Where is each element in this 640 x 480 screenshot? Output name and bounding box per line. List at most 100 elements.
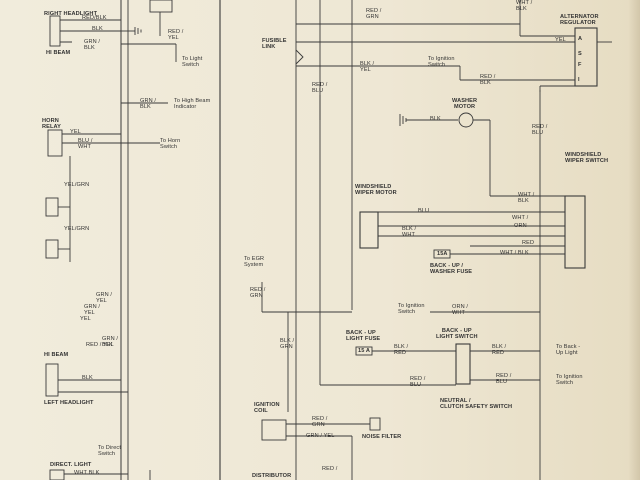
wire-label-red-blk-top: RED/BLK: [82, 15, 107, 21]
direct-light-title: DIRECT. LIGHT: [50, 462, 92, 468]
wire-label-wht-blk-alt-2: BLK: [516, 6, 527, 13]
wire-label-blu-horn-1: BLU /: [78, 138, 93, 144]
wire-label-yel-left: YEL: [80, 316, 91, 322]
wire-label-wht-blk-sw: WHT / BLK: [518, 192, 534, 205]
wire-label-yel-alt: YEL: [555, 37, 566, 43]
connector-top: [149, 0, 173, 13]
backup-light-switch-title: BACK - UP LIGHT SWITCH: [436, 328, 478, 341]
wire-label-wht-motor: WHT /: [512, 215, 529, 221]
wire-label-wht-blk-dir: WHT BLK: [74, 470, 100, 476]
neutral-line1: NEUTRAL /: [440, 398, 471, 404]
washer-motor-title: WASHER MOTOR: [452, 98, 477, 111]
wire-label-blk-yel-2: YEL: [360, 67, 371, 74]
alt-title-line1: ALTERNATOR: [560, 14, 599, 20]
wire-label-red-blu-fus-1: RED /: [312, 82, 328, 88]
dest-ign-r-2: Switch: [556, 380, 574, 387]
dest-ign-switch-orn: To Ignition Switch: [398, 303, 425, 316]
ignition-coil-title: IGNITION COIL: [254, 402, 280, 415]
wire-label-grn-blk-top-2: BLK: [84, 45, 95, 52]
wire-label-red-motor: RED: [522, 240, 535, 246]
wiper-motor-title: WINDSHIELD WIPER MOTOR: [355, 184, 397, 197]
dest-egr-1: To EGR: [244, 256, 265, 262]
wire-label-blk-yel-1: BLK /: [360, 61, 375, 67]
dest-ignition-switch-top: To Ignition Switch: [428, 56, 455, 69]
wire-label-grn-yel-left: GRN / YEL: [84, 304, 100, 317]
ignition-coil-line1: IGNITION: [254, 402, 280, 408]
dest-light-switch: To Light Switch: [182, 56, 202, 69]
wire-label-red-blu-sw: RED / BLU: [410, 376, 425, 389]
dest-egr-2: System: [244, 262, 264, 269]
washer-line2: MOTOR: [453, 104, 476, 111]
wire-label-blk-wht-motor: BLK / WHT: [402, 226, 416, 239]
fusible-line1: FUSIBLE: [262, 38, 287, 44]
wire-label-red-yel-1: RED /: [168, 29, 184, 35]
wire-label-blk-red-fuse-1: BLK /: [394, 344, 409, 350]
wire-label-grn-blk-left: GRN / BLK: [102, 336, 118, 349]
dest-direct-1: To Direct: [98, 445, 121, 451]
wire-label-red-blu-sw-right: RED / BLU: [496, 373, 511, 386]
alternator-regulator-title: ALTERNATOR REGULATOR: [560, 14, 599, 27]
ignition-coil-box: [261, 419, 287, 441]
wire-label-blk-red-fuse: BLK / RED: [394, 344, 408, 357]
wire-label-wht-blk-sw-1: WHT /: [518, 192, 535, 198]
dest-ign-top-2: Switch: [428, 62, 446, 69]
wire-label-grn-yel-top-2: YEL: [96, 298, 107, 305]
wiper-motor-line1: WINDSHIELD: [355, 184, 392, 190]
wire-label-yel-grn-1: YEL/GRN: [64, 182, 90, 188]
wire-label-red-blu-sw-1: RED /: [410, 376, 426, 382]
horn-relay-line1: HORN: [42, 118, 59, 124]
wire-label-blk-red-sw-2: RED: [492, 350, 505, 357]
wire-label-blu-horn: BLU / WHT: [78, 138, 93, 151]
horn-relay-box: [47, 129, 63, 157]
wire-label-grn-blk-left-1: GRN /: [102, 336, 119, 342]
left-headlight-symbol: [45, 363, 59, 397]
noise-filter-title: NOISE FILTER: [362, 434, 402, 440]
horn-1-symbol: [45, 197, 59, 217]
wire-label-grn-yel-top-1: GRN /: [96, 292, 113, 298]
wire-label-red-blu-sw-r-1: RED /: [496, 373, 512, 379]
wire-label-red-blu-sw-r-2: BLU: [496, 379, 508, 386]
alt-title-line2: REGULATOR: [560, 20, 596, 27]
wire-label-grn-yel-left-2: YEL: [84, 310, 95, 317]
alternator-regulator-box: [574, 27, 598, 87]
backup-washer-line1: BACK - UP /: [430, 263, 464, 269]
wiper-switch-title: WINDSHIELD WIPER SWITCH: [565, 152, 608, 165]
wire-label-grn-blk-left-2: BLK: [102, 342, 113, 349]
wire-label-yel-horn: YEL: [70, 129, 81, 135]
wire-label-blk-wht-1: BLK /: [402, 226, 417, 232]
wire-label-grn-yel-left-1: GRN /: [84, 304, 101, 310]
dest-direct-switch: To Direct Switch: [98, 445, 121, 458]
fuse-backup-washer-rating: 15A: [437, 251, 448, 257]
wire-label-blk-grn-coil-2: GRN: [280, 344, 293, 351]
wiper-switch-box: [564, 195, 586, 269]
backup-light-switch-box: [455, 343, 471, 385]
dest-light-switch-2: Switch: [182, 62, 200, 69]
wire-label-grn-blk-top-1: GRN /: [84, 39, 101, 45]
ground-symbol-top: [134, 27, 142, 35]
wire-label-red-grn-coil-2: GRN: [312, 422, 325, 429]
wiper-switch-line1: WINDSHIELD: [565, 152, 602, 158]
dest-direct-2: Switch: [98, 451, 116, 458]
wiper-motor-line2: WIPER MOTOR: [355, 190, 397, 197]
fusible-line2: LINK: [262, 44, 276, 51]
horn-2-symbol: [45, 239, 59, 259]
dest-high-beam: To High Beam Indicator: [174, 98, 210, 111]
wire-label-blu-motor: BLU: [418, 208, 430, 214]
distributor-title: DISTRIBUTOR: [252, 473, 292, 479]
alt-terminal-s: S: [578, 51, 582, 57]
wire-label-red-blk-ign-2: BLK: [480, 80, 491, 87]
wire-label-blk-red-sw: BLK / RED: [492, 344, 506, 357]
ignition-coil-line2: COIL: [254, 408, 268, 415]
wire-label-orn-wht-1: ORN /: [452, 304, 469, 310]
neutral-clutch-title: NEUTRAL / CLUTCH SAFETY SWITCH: [440, 398, 512, 411]
washer-line1: WASHER: [452, 98, 478, 104]
wiper-switch-line2: WIPER SWITCH: [565, 158, 609, 165]
wire-label-red-blu-fus-2: BLU: [312, 88, 324, 95]
right-headlight-symbol: [49, 15, 61, 47]
wire-label-red-blu-right: RED / BLU: [532, 124, 547, 137]
fusible-link-symbol: [295, 49, 304, 65]
alt-terminal-a: A: [578, 36, 583, 42]
wire-label-red-grn-egr-1: RED /: [250, 287, 266, 293]
wire-label-red-grn-egr-2: GRN: [250, 293, 263, 300]
